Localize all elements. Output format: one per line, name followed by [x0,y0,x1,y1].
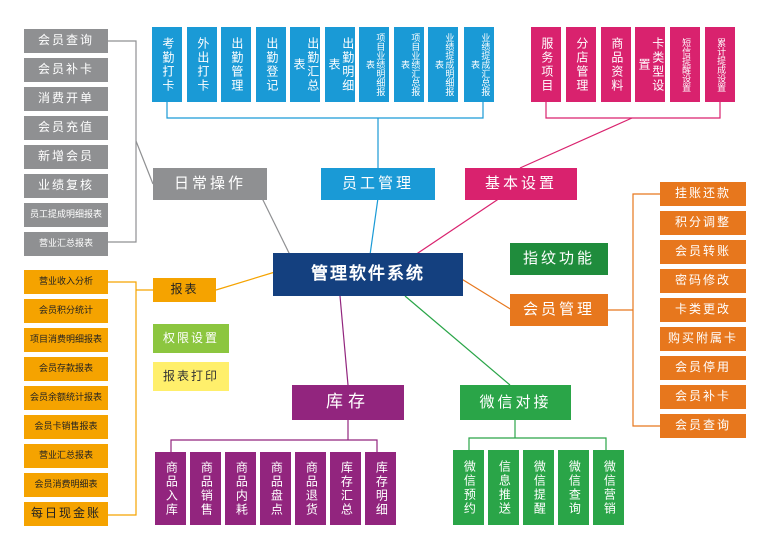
staff-item-1[interactable]: 考勤打卡 [152,27,182,102]
staff-item-7[interactable]: 项目业绩明细报表 [359,27,389,102]
daily-item-2[interactable]: 会员补卡 [24,58,108,82]
wechat-item-2[interactable]: 信息推送 [488,450,519,525]
basic-settings-branch[interactable]: 基本设置 [465,168,577,200]
staff-item-6[interactable]: 出勤明细表 [325,27,355,102]
inventory-item-4[interactable]: 商品盘点 [260,452,291,525]
inventory-item-1[interactable]: 商品入库 [155,452,186,525]
daily-item-5[interactable]: 新增会员 [24,145,108,169]
inventory-item-5[interactable]: 商品退货 [295,452,326,525]
daily-item-7[interactable]: 员工提成明细报表 [24,203,108,227]
wechat-item-4[interactable]: 微信查询 [558,450,589,525]
basic-item-5[interactable]: 短信提醒设置 [670,27,700,102]
report-print-branch[interactable]: 报表打印 [153,362,229,391]
member-item-5[interactable]: 卡类更改 [660,298,746,322]
staff-item-8[interactable]: 项目业绩汇总报表 [394,27,424,102]
member-item-9[interactable]: 会员查询 [660,414,746,438]
member-item-3[interactable]: 会员转账 [660,240,746,264]
member-item-4[interactable]: 密码修改 [660,269,746,293]
report-item-4[interactable]: 会员存款报表 [24,357,108,381]
inventory-item-6[interactable]: 库存汇总 [330,452,361,525]
wechat-branch[interactable]: 微信对接 [460,385,571,420]
staff-item-10[interactable]: 业绩提成汇总报表 [464,27,494,102]
report-item-6[interactable]: 会员卡销售报表 [24,415,108,439]
fingerprint-branch[interactable]: 指纹功能 [510,243,608,275]
wechat-item-5[interactable]: 微信营销 [593,450,624,525]
basic-item-6[interactable]: 累计提成设置 [705,27,735,102]
member-management-branch[interactable]: 会员管理 [510,294,608,326]
member-item-1[interactable]: 挂账还款 [660,182,746,206]
inventory-item-2[interactable]: 商品销售 [190,452,221,525]
report-item-5[interactable]: 会员余额统计报表 [24,386,108,410]
staff-management-branch[interactable]: 员工管理 [321,168,435,200]
basic-item-1[interactable]: 服务项目 [531,27,561,102]
member-item-7[interactable]: 会员停用 [660,356,746,380]
wechat-item-3[interactable]: 微信提醒 [523,450,554,525]
daily-item-3[interactable]: 消费开单 [24,87,108,111]
report-item-3[interactable]: 项目消费明细报表 [24,328,108,352]
wechat-item-1[interactable]: 微信预约 [453,450,484,525]
report-branch[interactable]: 报表 [153,278,216,302]
inventory-item-3[interactable]: 商品内耗 [225,452,256,525]
inventory-item-7[interactable]: 库存明细 [365,452,396,525]
inventory-branch[interactable]: 库存 [292,385,404,420]
permission-settings-branch[interactable]: 权限设置 [153,324,229,353]
center-node[interactable]: 管理软件系统 [273,253,463,296]
staff-item-9[interactable]: 业绩提成明细报表 [428,27,458,102]
member-item-6[interactable]: 购买附属卡 [660,327,746,351]
report-item-9[interactable]: 每日现金账 [24,502,108,526]
report-item-2[interactable]: 会员积分统计 [24,299,108,323]
daily-item-1[interactable]: 会员查询 [24,29,108,53]
staff-item-5[interactable]: 出勤汇总表 [290,27,320,102]
member-item-8[interactable]: 会员补卡 [660,385,746,409]
staff-item-4[interactable]: 出勤登记 [256,27,286,102]
basic-item-2[interactable]: 分店管理 [566,27,596,102]
report-item-7[interactable]: 营业汇总报表 [24,444,108,468]
staff-item-3[interactable]: 出勤管理 [221,27,251,102]
daily-item-8[interactable]: 营业汇总报表 [24,232,108,256]
daily-operations-branch[interactable]: 日常操作 [153,168,267,200]
report-item-1[interactable]: 营业收入分析 [24,270,108,294]
staff-item-2[interactable]: 外出打卡 [187,27,217,102]
daily-item-4[interactable]: 会员充值 [24,116,108,140]
member-item-2[interactable]: 积分调整 [660,211,746,235]
basic-item-4[interactable]: 卡类型设置 [635,27,665,102]
report-item-8[interactable]: 会员消费明细表 [24,473,108,497]
basic-item-3[interactable]: 商品资料 [601,27,631,102]
daily-item-6[interactable]: 业绩复核 [24,174,108,198]
